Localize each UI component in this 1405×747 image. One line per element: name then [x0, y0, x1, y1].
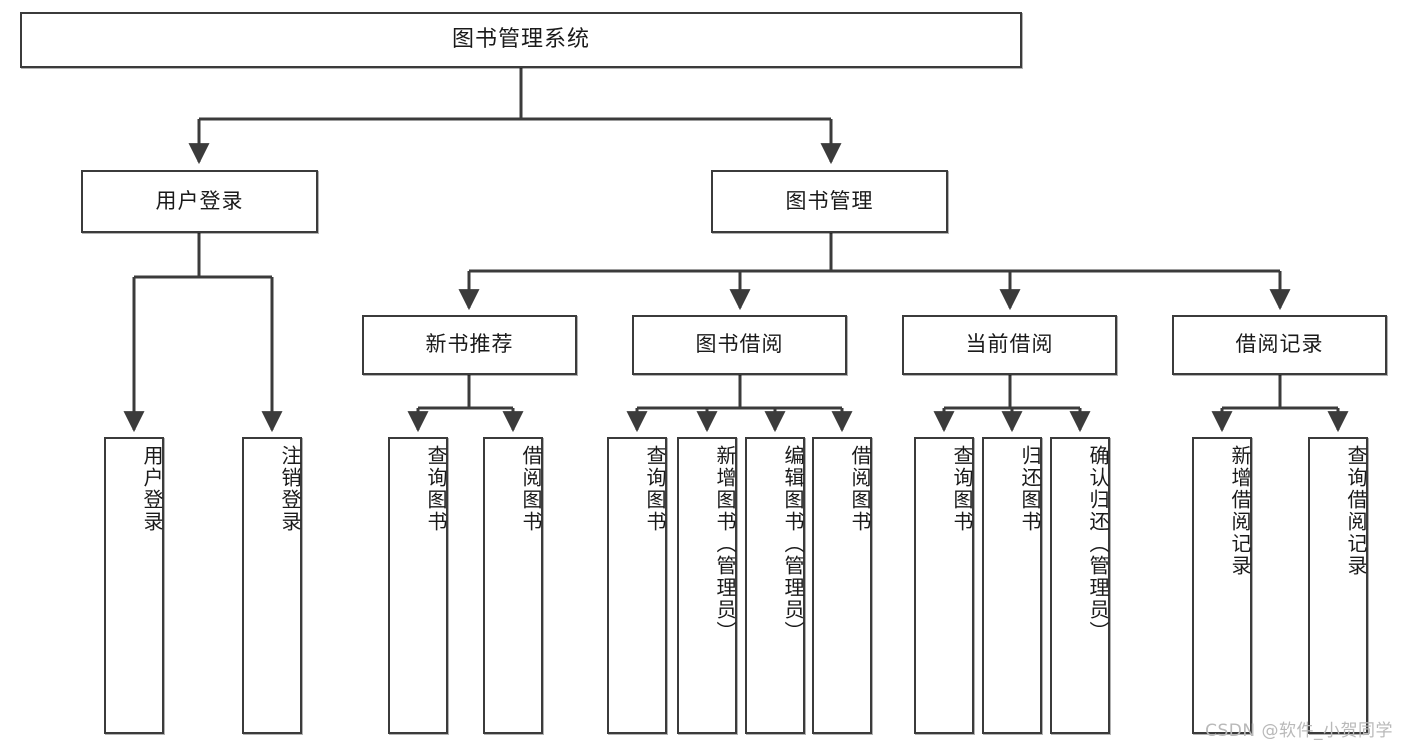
node-root-label: 图书管理系统	[451, 26, 590, 52]
node-leaf-edit-book[interactable]: 编辑图书（管理员）	[745, 437, 805, 734]
node-leaf-return-book[interactable]: 归还图书	[982, 437, 1042, 734]
watermark: CSDN @软件_小贺同学	[1205, 721, 1393, 741]
node-leaf-query-book-1-label: 查询图书	[424, 445, 448, 533]
node-leaf-user-login[interactable]: 用户登录	[104, 437, 164, 734]
node-leaf-edit-book-label: 编辑图书（管理员）	[781, 445, 805, 643]
node-leaf-query-record[interactable]: 查询借阅记录	[1308, 437, 1368, 734]
node-leaf-borrow-book-2[interactable]: 借阅图书	[812, 437, 872, 734]
node-user-login-label: 用户登录	[155, 188, 244, 213]
node-leaf-return-book-label: 归还图书	[1018, 445, 1042, 533]
node-leaf-query-book-2-label: 查询图书	[643, 445, 667, 533]
node-borrow-record-label: 借阅记录	[1235, 332, 1324, 357]
node-book-borrow[interactable]: 图书借阅	[632, 315, 847, 375]
node-leaf-query-record-label: 查询借阅记录	[1344, 445, 1368, 577]
node-book-manage-label: 图书管理	[785, 188, 874, 213]
node-current-borrow-label: 当前借阅	[965, 332, 1054, 357]
node-leaf-add-book-label: 新增图书（管理员）	[713, 445, 737, 643]
node-new-book-rec-label: 新书推荐	[425, 332, 514, 357]
node-leaf-user-login-label: 用户登录	[140, 445, 164, 533]
node-new-book-rec[interactable]: 新书推荐	[362, 315, 577, 375]
node-leaf-user-logout[interactable]: 注销登录	[242, 437, 302, 734]
node-leaf-add-book[interactable]: 新增图书（管理员）	[677, 437, 737, 734]
node-current-borrow[interactable]: 当前借阅	[902, 315, 1117, 375]
node-leaf-query-book-2[interactable]: 查询图书	[607, 437, 667, 734]
node-leaf-query-book-3-label: 查询图书	[950, 445, 974, 533]
node-book-manage[interactable]: 图书管理	[711, 170, 948, 233]
node-book-borrow-label: 图书借阅	[695, 332, 784, 357]
node-leaf-borrow-book-1[interactable]: 借阅图书	[483, 437, 543, 734]
node-leaf-add-record[interactable]: 新增借阅记录	[1192, 437, 1252, 734]
node-leaf-query-book-3[interactable]: 查询图书	[914, 437, 974, 734]
node-leaf-add-record-label: 新增借阅记录	[1228, 445, 1252, 577]
node-leaf-user-logout-label: 注销登录	[278, 445, 302, 533]
node-leaf-query-book-1[interactable]: 查询图书	[388, 437, 448, 734]
node-leaf-confirm-return[interactable]: 确认归还（管理员）	[1050, 437, 1110, 734]
node-user-login[interactable]: 用户登录	[81, 170, 318, 233]
node-root[interactable]: 图书管理系统	[20, 12, 1022, 68]
node-leaf-confirm-return-label: 确认归还（管理员）	[1086, 445, 1110, 643]
node-leaf-borrow-book-1-label: 借阅图书	[519, 445, 543, 533]
node-leaf-borrow-book-2-label: 借阅图书	[848, 445, 872, 533]
node-borrow-record[interactable]: 借阅记录	[1172, 315, 1387, 375]
